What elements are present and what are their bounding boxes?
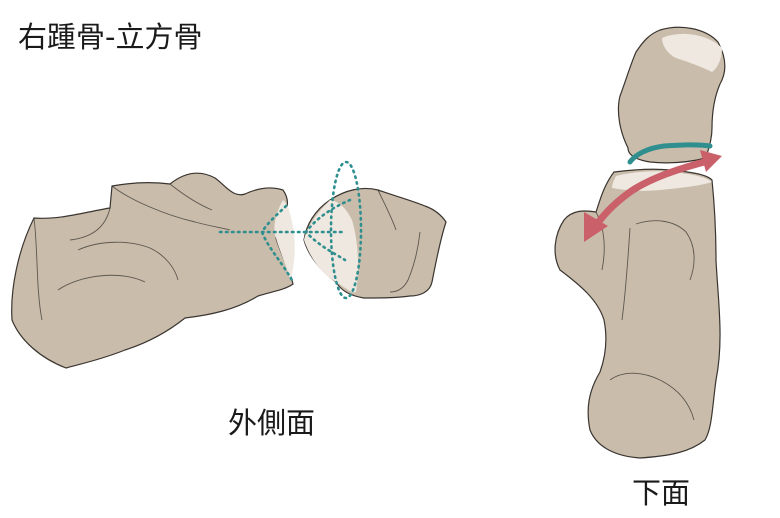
inferior-calcaneus-contour [609, 372, 695, 421]
diagram-title: 右踵骨-立方骨 [18, 20, 203, 54]
calcaneus-articular-surface [274, 200, 295, 280]
calcaneus-contour [57, 274, 146, 291]
inferior-view [554, 26, 726, 459]
calcaneus-contour [77, 241, 179, 281]
axis-calcaneus-curve [260, 204, 295, 284]
rotation-arrow-head-tail [700, 150, 722, 172]
calcaneus-bone [11, 172, 294, 369]
inferior-cuboid-articular-top [662, 33, 722, 72]
rotation-axis [218, 160, 363, 300]
rotation-arrow-shaft [588, 156, 716, 236]
inferior-calcaneus-contour [635, 220, 695, 281]
lateral-view [11, 160, 447, 369]
lateral-view-label: 外側面 [228, 406, 316, 440]
rotation-arrow [584, 150, 722, 242]
calcaneus-contour [169, 183, 213, 211]
inferior-calcaneus-bone [554, 168, 721, 459]
calcaneus-contour [69, 207, 111, 241]
axis-cuboid-arc [304, 198, 352, 262]
calcaneus-contour [111, 185, 231, 231]
axis-rotation-ellipse [329, 160, 363, 300]
calcaneus-contour [33, 217, 43, 321]
rotation-arrow-head [584, 212, 608, 242]
inferior-view-label: 下面 [632, 476, 691, 510]
inferior-calcaneus-contour [621, 227, 631, 321]
cuboid-contour [377, 189, 397, 231]
inferior-calcaneus-contour [595, 211, 605, 271]
cuboid-contour [389, 231, 421, 293]
inferior-joint-line [627, 142, 713, 165]
